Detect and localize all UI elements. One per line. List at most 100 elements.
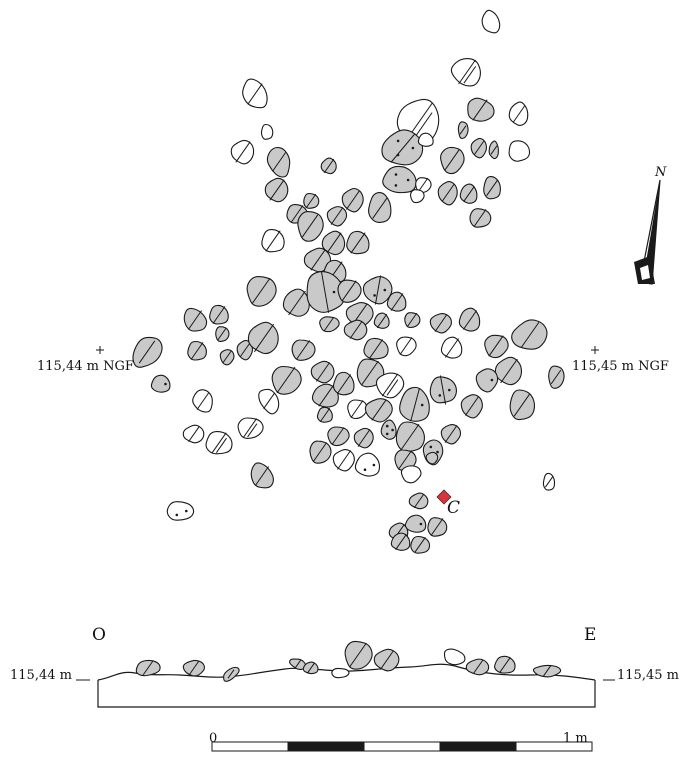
plan-stone [261, 229, 285, 253]
plan-stone [475, 368, 499, 393]
plan-stone [417, 132, 434, 147]
plan-stone [470, 137, 487, 159]
plan-stone [400, 465, 422, 484]
plan-stone [321, 230, 346, 256]
plan-stone [469, 208, 492, 228]
sample-marker-icon [436, 489, 452, 505]
plan-stone [320, 157, 337, 175]
plan-stone [303, 247, 332, 273]
plan-stone [410, 189, 425, 204]
plan-stone [332, 371, 355, 396]
plan-stone [297, 211, 324, 242]
plan-stone [250, 462, 274, 489]
plan-stone [346, 230, 370, 255]
plan-stone [450, 57, 481, 87]
plan-stone [440, 424, 462, 445]
plan-stone [309, 440, 332, 464]
plan-stone [457, 121, 469, 140]
section-label-west: O [92, 625, 106, 645]
plan-stone [182, 424, 205, 444]
plan-stone [337, 279, 362, 303]
plan-stone [319, 316, 340, 333]
scale-segment [363, 741, 441, 752]
plan-stone [236, 339, 253, 361]
section-stones [135, 640, 562, 682]
plan-stone [311, 383, 339, 408]
plan-stone [291, 339, 316, 361]
plan-stone [459, 183, 478, 204]
section-stone [223, 666, 240, 682]
section-stone [465, 658, 490, 676]
plan-stone [425, 451, 439, 465]
plan-stone [246, 276, 277, 307]
plan-stone [427, 517, 448, 537]
plan-stone [183, 307, 208, 332]
section-stone [494, 655, 516, 674]
plan-stone [368, 191, 392, 223]
section-stone [182, 659, 205, 677]
plan-stone [404, 514, 427, 533]
plan-stone [440, 146, 465, 175]
plan-stone [166, 501, 195, 521]
plan-stone [437, 180, 458, 206]
section-datum-east: 115,45 m [617, 668, 679, 683]
plan-stone [415, 177, 432, 194]
plan-stone [509, 389, 536, 421]
plan-stone [187, 340, 207, 361]
plan-stone [341, 187, 364, 213]
plan-stone [205, 431, 233, 455]
plan-stone [375, 372, 405, 399]
plan-stone [467, 97, 495, 122]
plan-stone [327, 426, 350, 447]
plan-stone [508, 140, 531, 162]
plan-stone [353, 427, 374, 449]
plan-stone [381, 129, 424, 166]
section-profile [97, 663, 596, 708]
section-stone [443, 648, 466, 666]
section-label-east: E [584, 625, 596, 645]
plan-stone [209, 304, 229, 325]
plan-stone [264, 177, 289, 203]
plan-stone [247, 321, 279, 355]
plan-stone [390, 532, 411, 551]
plan-stone [483, 176, 501, 200]
plan-stone [429, 375, 457, 405]
plan-stone [219, 349, 235, 366]
plan-stone [460, 394, 483, 419]
north-label: N [654, 165, 667, 180]
section-stone [302, 661, 319, 675]
plan-stone [237, 417, 264, 439]
plan-stone [386, 291, 407, 312]
plan-stone [347, 399, 368, 420]
plan-stone [488, 140, 499, 160]
plan-stone [511, 319, 548, 350]
scale-segment [439, 741, 517, 752]
plan-stone [399, 386, 430, 422]
plan-stone [310, 360, 335, 384]
section-stone [532, 664, 562, 678]
plan-stone [150, 374, 171, 393]
plan-stone [364, 398, 393, 423]
plan-stone [404, 312, 421, 329]
section-stone [373, 648, 400, 672]
plan-stone [410, 535, 431, 554]
plan-stone [458, 307, 481, 332]
plan-stone [215, 326, 230, 342]
section-datum-west: 115,44 m [10, 668, 72, 683]
plan-stone [408, 492, 429, 510]
stone-cluster-plan [132, 9, 565, 554]
plan-stone [382, 165, 417, 194]
scale-segment [211, 741, 289, 752]
plan-stone [440, 336, 463, 359]
scale-segment [287, 741, 365, 752]
section-stone [135, 659, 161, 677]
plan-stone [326, 206, 348, 227]
scale-start-label: 0 [209, 731, 217, 746]
plan-stone [332, 449, 355, 472]
plan-stone [373, 312, 390, 329]
plan-stone [343, 319, 368, 341]
plan-stone [258, 388, 280, 415]
north-arrow-icon [634, 179, 661, 285]
section-stone [331, 667, 350, 679]
